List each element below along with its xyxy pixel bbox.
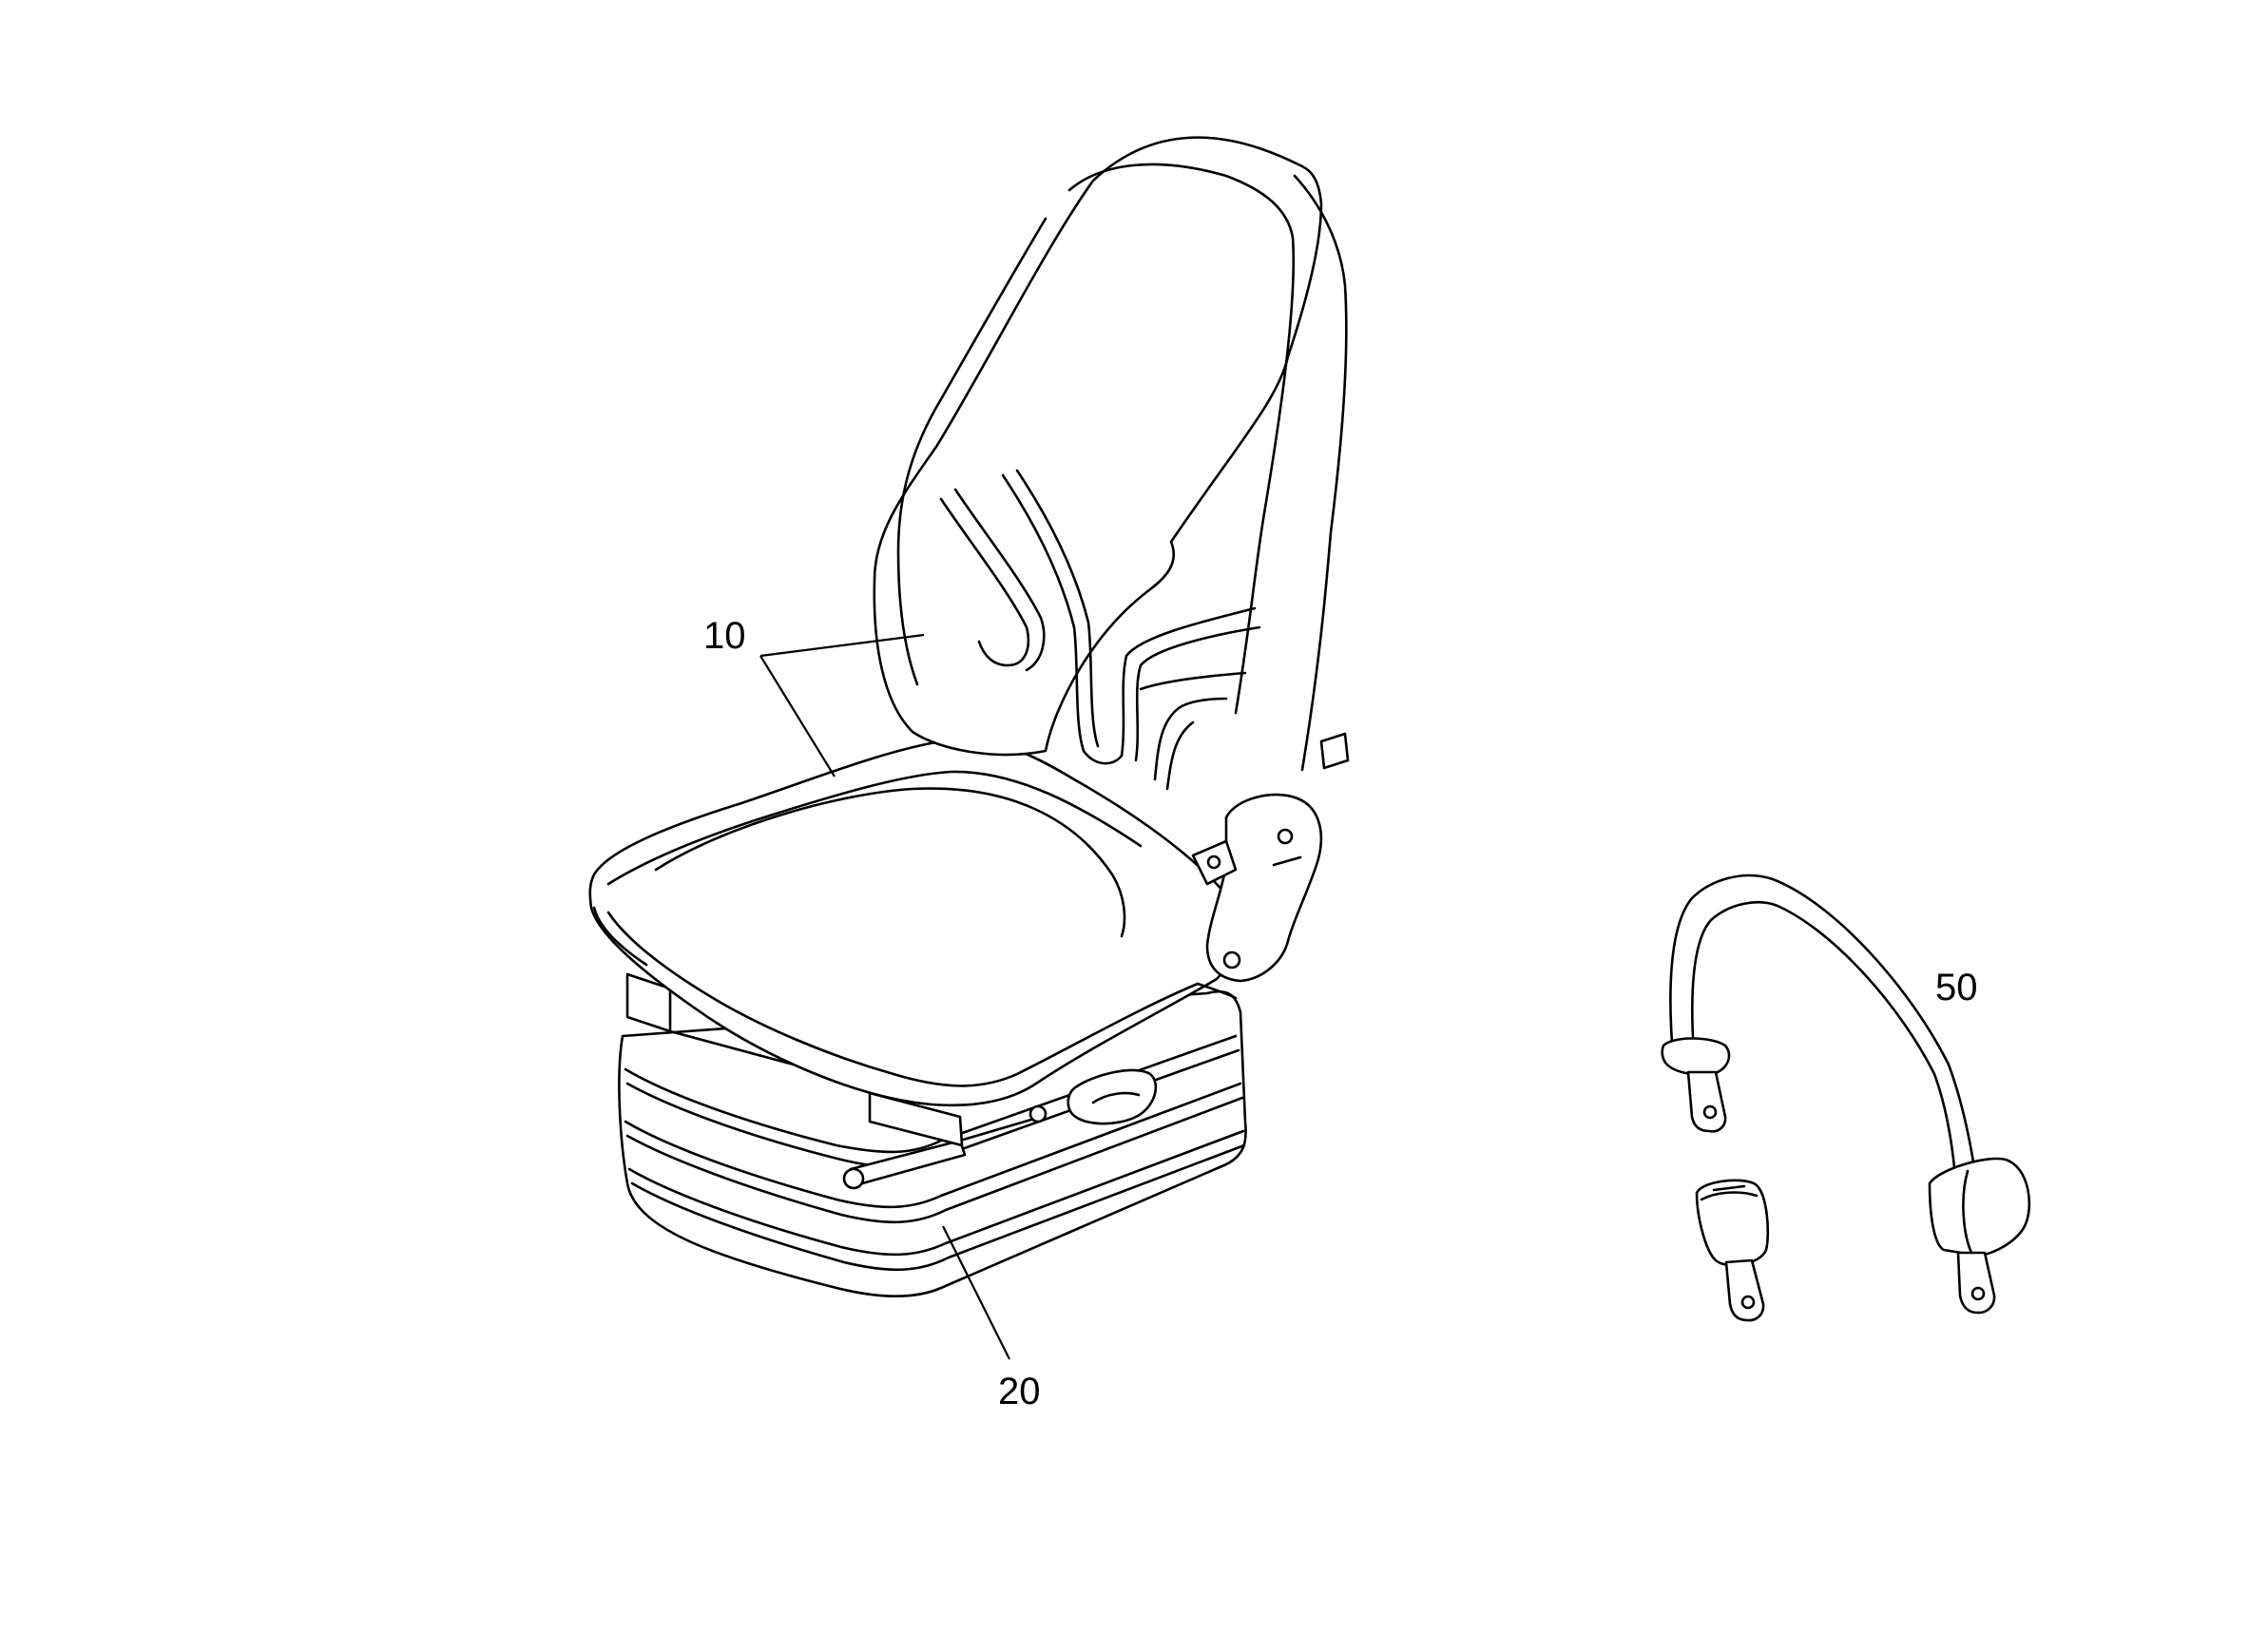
- callout-leaders: [759, 633, 1010, 1360]
- seat-cushion: [588, 738, 1241, 1107]
- callout-20: 20: [998, 1371, 1041, 1412]
- operator-seat-illustration: [588, 136, 1350, 1360]
- seat-belt-illustration: [1661, 873, 2031, 1322]
- callout-10: 10: [703, 615, 746, 657]
- callout-50: 50: [1935, 967, 1978, 1008]
- seat-suspension-base: [618, 972, 1247, 1297]
- seat-recline-bracket: [1191, 732, 1350, 983]
- seat-slide-handle: [1028, 1068, 1158, 1125]
- seat-backrest: [873, 136, 1348, 791]
